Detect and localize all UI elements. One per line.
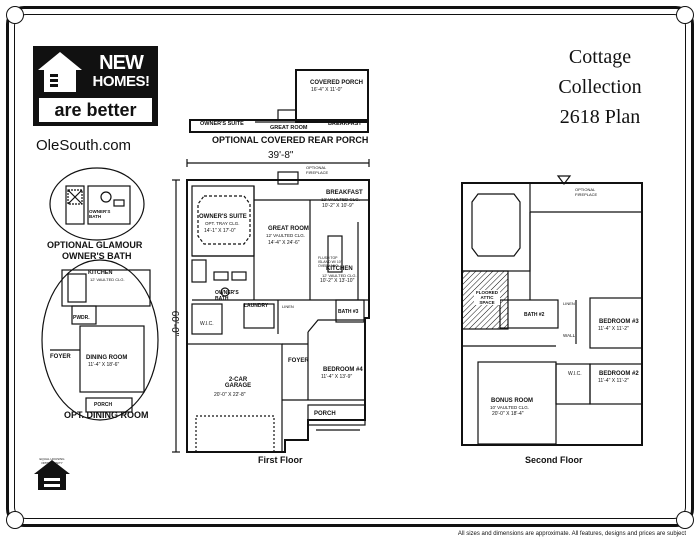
corner-ornament (6, 511, 24, 529)
house-icon (38, 52, 82, 92)
first-floor-interior (172, 159, 370, 453)
bonus-room-label: BONUS ROOM (491, 398, 533, 404)
inner-frame (14, 14, 686, 519)
second-linen-label: LINEN (563, 301, 575, 306)
website-link[interactable]: OleSouth.com (36, 137, 132, 154)
dining-foyer-label: FOYER (50, 354, 71, 360)
covered-porch-label: COVERED PORCH (310, 80, 364, 86)
title-line-1: Cottage (568, 46, 632, 68)
dining-caption: OPT. DINING ROOM (64, 410, 149, 420)
kitchen-label: KITCHEN (326, 266, 353, 272)
depth-dimension: 60'-0" (169, 310, 181, 337)
equal-housing-logo: EQUAL HOUSING OPPORTUNITY (32, 457, 72, 500)
second-floor-plan (461, 175, 643, 446)
kitchen-dimension: 10'-2" X 13'-10" (320, 278, 355, 284)
kitchen-ceiling: 12' VAULTED CLG. (322, 273, 357, 278)
logo-homes-text: HOMES! (92, 73, 151, 90)
bonus-room-dimension: 20'-0" X 18'-4" (492, 411, 524, 417)
dining-porch-label: PORCH (94, 402, 113, 408)
rear-porch-caption: OPTIONAL COVERED REAR PORCH (212, 135, 369, 145)
bedroom-3-label: BEDROOM #3 (599, 319, 639, 325)
second-optional-fireplace-note: OPTIONAL FIREPLACE (575, 187, 598, 197)
breakfast-ceiling: 12' VAULTED CLG. (321, 197, 360, 202)
bedroom-2-label: BEDROOM #2 (599, 371, 639, 377)
rear-owners-suite-label: OWNER'S SUITE (200, 121, 244, 127)
garage-dimension: 20'-0" X 22'-8" (214, 392, 246, 398)
dining-room-dimension: 11'-4" X 18'-6" (88, 362, 120, 368)
island-note: FLUSH TOP ISLAND W/ 10" OVERHANG (318, 256, 342, 268)
attic-label: FLOORED ATTIC SPACE (474, 290, 500, 305)
breakfast-label: BREAKFAST (326, 190, 363, 196)
glamour-caption-line-2: OWNER'S BATH (62, 251, 132, 261)
covered-porch-dim: 16'-4" X 11'-0" (311, 87, 343, 93)
bedroom-4-label: BEDROOM #4 (323, 367, 363, 373)
brand-logo: NEW HOMES! are better (33, 46, 158, 126)
width-dimension: 39'-8" (268, 150, 294, 161)
great-room-label: GREAT ROOM (268, 226, 309, 232)
disclaimer-footer: All sizes and dimensions are approximate… (457, 531, 686, 537)
dining-kitchen-ceiling: 12' VAULTED CLG. (90, 277, 125, 282)
foyer-label: FOYER (288, 358, 309, 364)
equal-housing-icon (34, 460, 70, 490)
second-wic-label: W.I.C. (568, 371, 582, 377)
great-room-ceiling: 12' VAULTED CLG. (266, 233, 305, 238)
bedroom-2-dimension: 11'-4" X 11'-2" (598, 378, 629, 384)
rear-breakfast-label: BREAKFAST (328, 121, 362, 127)
laundry-label: LAUNDRY (244, 303, 269, 309)
second-floor-caption: Second Floor (525, 455, 583, 465)
porch-label: PORCH (314, 411, 336, 417)
glamour-owners-bath-label: OWNER'S BATH (89, 209, 111, 219)
glamour-caption-line-1: OPTIONAL GLAMOUR (47, 240, 143, 250)
owners-bath-label: OWNER'S BATH (215, 290, 239, 302)
linen-label: LINEN (282, 304, 294, 309)
bedroom-4-dimension: 11'-4" X 13'-9" (321, 374, 353, 380)
plan-title: Cottage Collection 2618 Plan (540, 42, 660, 132)
dining-kitchen-label: KITCHEN (88, 270, 113, 276)
bath-3-label: BATH #3 (338, 309, 359, 315)
great-room-dimension: 14'-4" X 24'-6" (268, 240, 300, 246)
garage-label: 2-CAR GARAGE (224, 377, 252, 389)
corner-ornament (676, 511, 694, 529)
owners-suite-ceiling: OPT. TRAY CLG. (205, 221, 240, 226)
logo-tagline: are better (39, 98, 152, 122)
title-line-2: Collection (558, 76, 642, 98)
glamour-bath-inset (49, 167, 145, 241)
owners-suite-label: OWNER'S SUITE (199, 214, 247, 220)
bath-2-label: BATH #2 (524, 312, 545, 318)
wall-label: WALL (563, 333, 576, 338)
owners-suite-dimension: 14'-1" X 17'-0" (204, 228, 236, 234)
optional-fireplace-note: OPTIONAL FIREPLACE (306, 165, 329, 175)
title-line-3: 2618 Plan (559, 106, 641, 128)
corner-ornament (6, 6, 24, 24)
rear-porch-plan (189, 69, 369, 133)
wic-label: W.I.C. (200, 321, 214, 327)
rear-great-room-label: GREAT ROOM (270, 125, 308, 131)
dining-room-label: DINING ROOM (86, 355, 128, 361)
breakfast-dimension: 10'-2" X 10'-9" (322, 203, 354, 209)
bedroom-3-dimension: 11'-4" X 11'-2" (598, 326, 629, 332)
logo-new-text: NEW (99, 52, 144, 74)
first-floor-caption: First Floor (258, 455, 303, 465)
bonus-room-ceiling: 10' VAULTED CLG. (490, 405, 529, 410)
dining-room-inset (41, 259, 159, 421)
pwdr-label: PWDR. (73, 315, 90, 321)
corner-ornament (676, 6, 694, 24)
outer-frame (6, 6, 694, 527)
